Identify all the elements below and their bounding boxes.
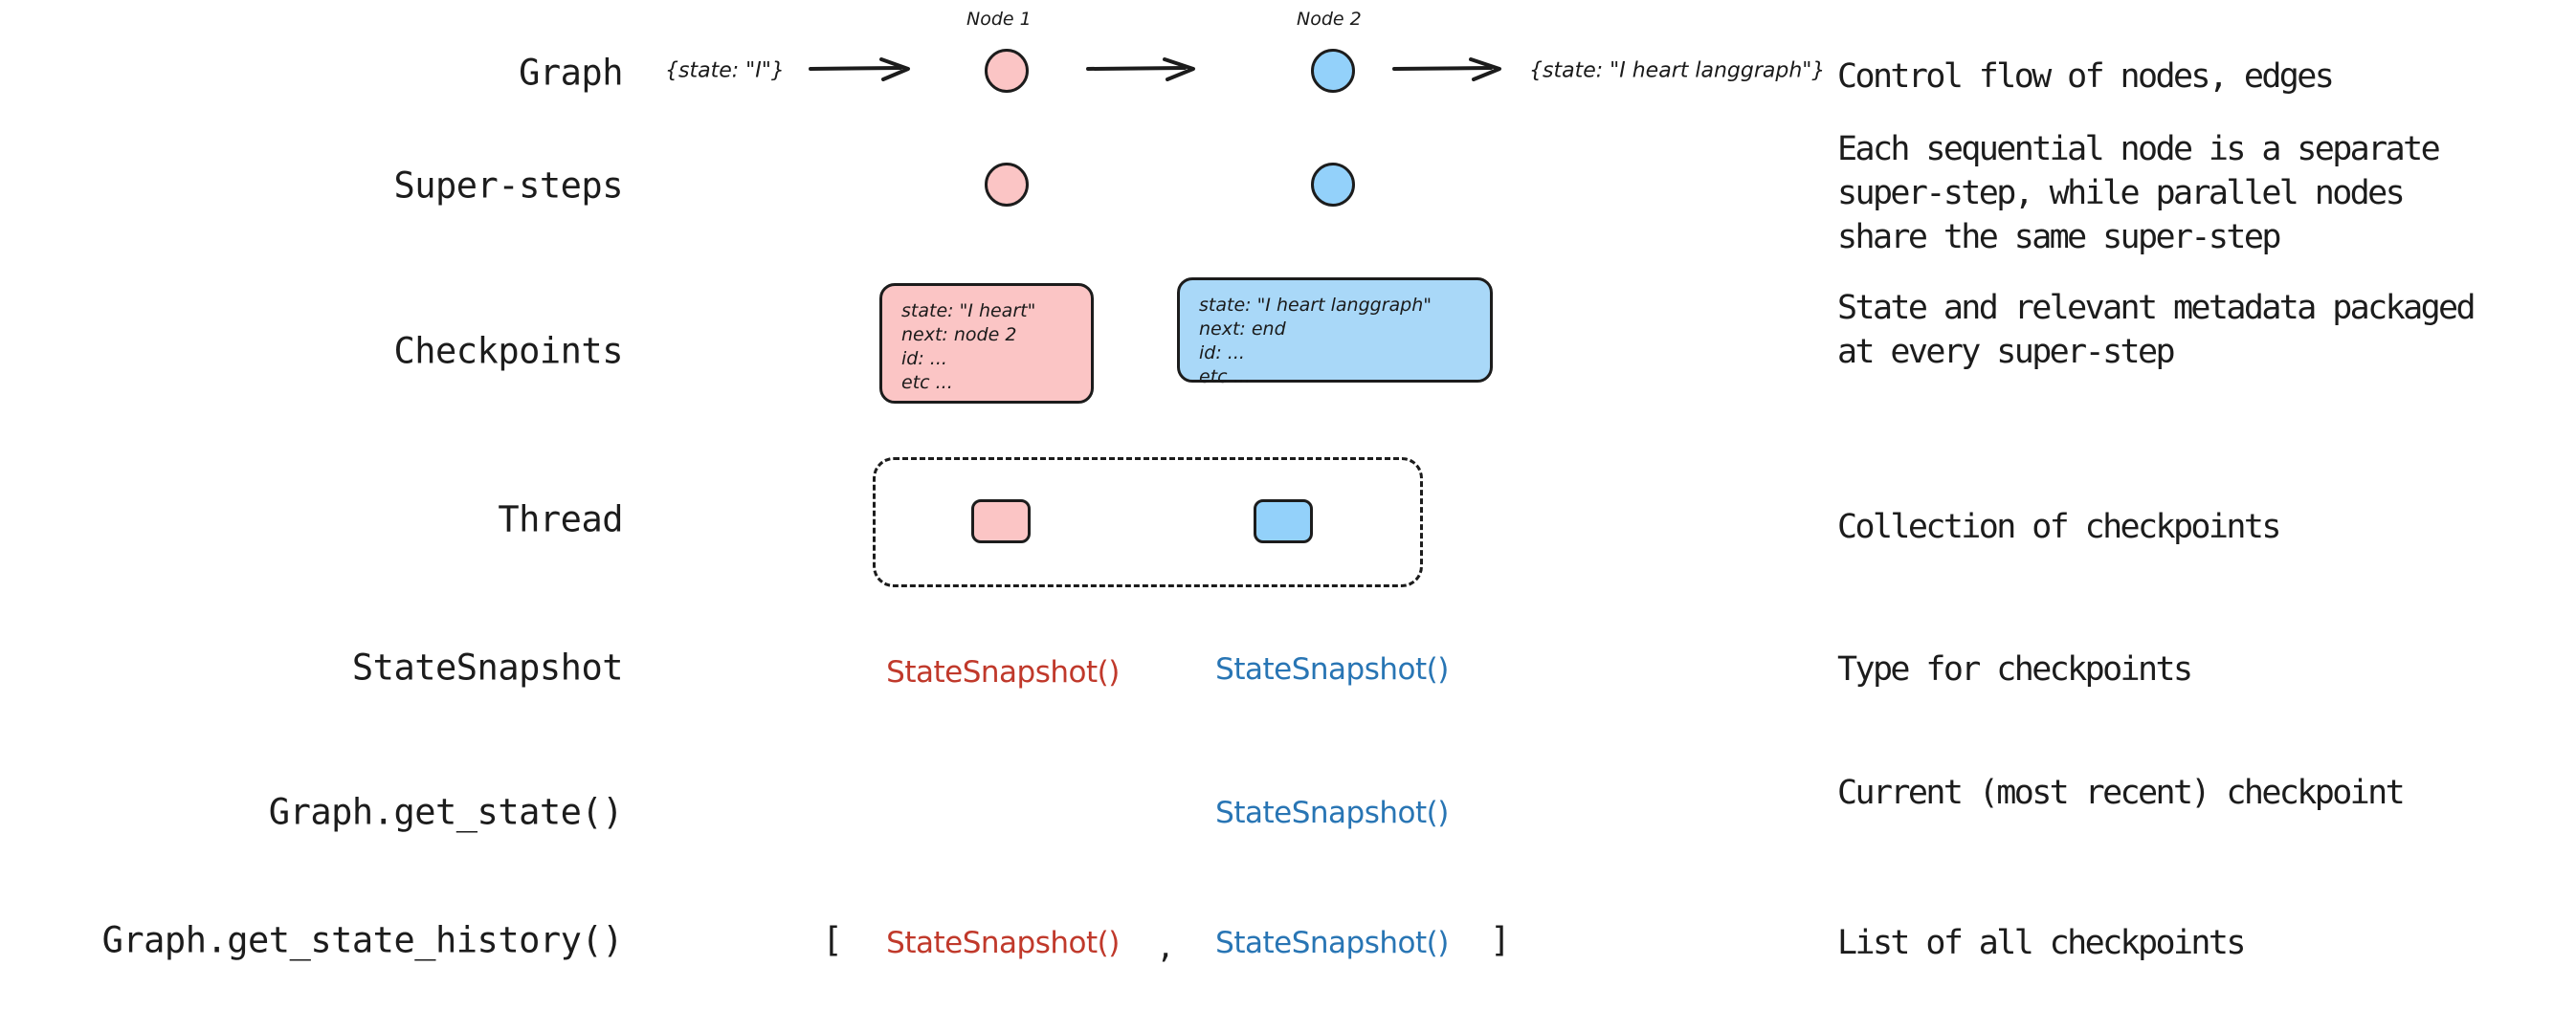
row-label-super-steps: Super-steps — [393, 165, 623, 207]
thread-checkpoint-1 — [971, 499, 1031, 543]
thread-container — [873, 457, 1423, 587]
description-graph: Control flow of nodes, edges — [1837, 57, 2335, 96]
checkpoint-card-2: state: "I heart langgraph" next: end id:… — [1177, 277, 1493, 387]
row-label-statesnapshot: StateSnapshot — [351, 647, 624, 689]
edge-arrow-3 — [1392, 56, 1507, 85]
output-state-label: {state: "I heart langgraph"} — [1529, 58, 1826, 83]
history-close-bracket: ] — [1490, 920, 1511, 960]
description-checkpoints: State and relevant metadata packaged at … — [1837, 289, 2476, 371]
statesnapshot-label-1: StateSnapshot() — [886, 655, 1120, 690]
description-thread: Collection of checkpoints — [1837, 508, 2281, 546]
history-open-bracket: [ — [822, 920, 843, 960]
row-label-graph-get-state-history: Graph.get_state_history() — [101, 919, 624, 961]
row-label-checkpoints: Checkpoints — [393, 330, 623, 372]
super-step-node-2 — [1311, 163, 1355, 207]
history-comma: , — [1156, 929, 1175, 965]
row-label-thread: Thread — [498, 498, 623, 540]
statesnapshot-label-2: StateSnapshot() — [1215, 652, 1449, 687]
row-label-graph-get-state: Graph.get_state() — [268, 791, 624, 833]
graph-node-1 — [985, 49, 1029, 93]
input-state-label: {state: "I"} — [665, 58, 785, 83]
description-statesnapshot: Type for checkpoints — [1837, 650, 2193, 689]
graph-node-2 — [1311, 49, 1355, 93]
thread-checkpoint-2 — [1254, 499, 1313, 543]
node-1-caption: Node 1 — [966, 9, 1032, 30]
description-graph-get-state-history: List of all checkpoints — [1837, 924, 2246, 962]
edge-arrow-2 — [1086, 56, 1201, 85]
super-step-node-1 — [985, 163, 1029, 207]
row-label-graph: Graph — [519, 52, 623, 94]
history-snapshot-1: StateSnapshot() — [886, 926, 1120, 960]
history-snapshot-2: StateSnapshot() — [1215, 926, 1449, 960]
edge-arrow-1 — [809, 56, 916, 85]
description-graph-get-state: Current (most recent) checkpoint — [1837, 774, 2406, 812]
description-super-steps: Each sequential node is a separate super… — [1837, 130, 2441, 256]
checkpoint-card-1: state: "I heart" next: node 2 id: ... et… — [879, 283, 1094, 404]
get-state-snapshot-label: StateSnapshot() — [1215, 796, 1449, 830]
node-2-caption: Node 2 — [1297, 9, 1362, 30]
